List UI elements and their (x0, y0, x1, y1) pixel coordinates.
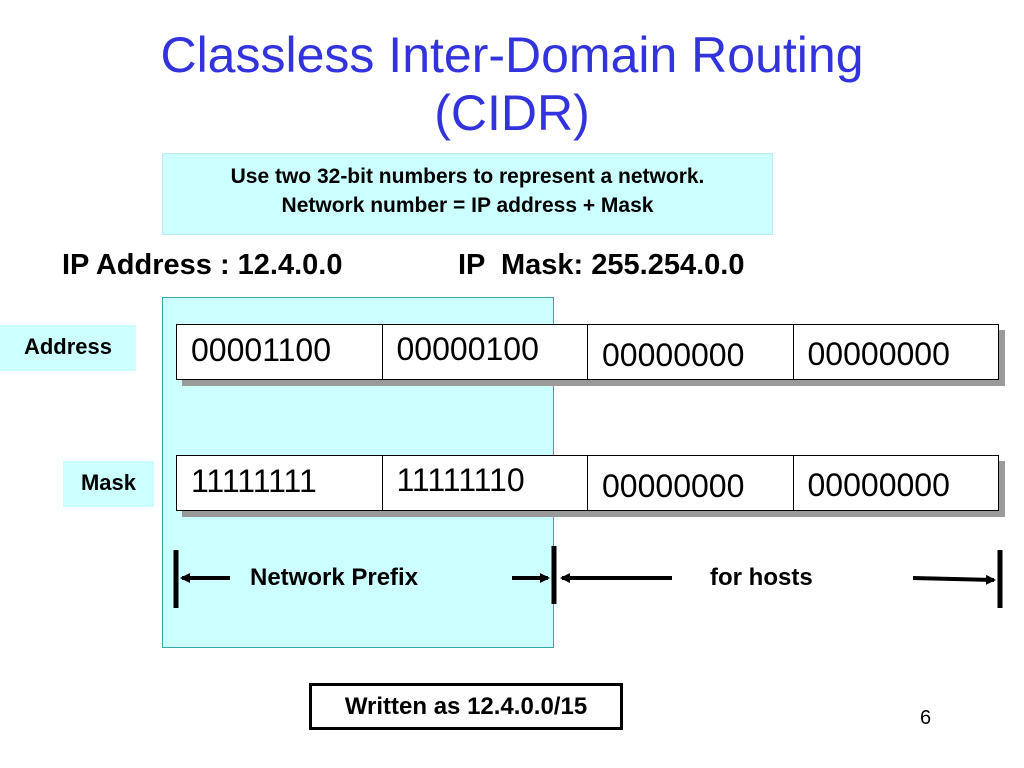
address-bits-row: 00001100 00000100 00000000 00000000 (176, 324, 999, 380)
cidr-notation-box: Written as 12.4.0.0/15 (309, 683, 623, 730)
page-number: 6 (920, 707, 932, 729)
address-byte-1: 00001100 (177, 325, 383, 379)
address-byte-3: 00000000 (588, 325, 794, 379)
callout-line-2: Network number = IP address + Mask (281, 194, 654, 217)
definition-callout: Use two 32-bit numbers to represent a ne… (162, 153, 773, 235)
hosts-right-arrow (912, 574, 996, 585)
mask-byte-2: 11111110 (383, 456, 588, 510)
callout-line-1: Use two 32-bit numbers to represent a ne… (230, 165, 705, 188)
title-line-1: Classless Inter-Domain Routing (160, 27, 864, 83)
mask-row-label: Mask (63, 461, 154, 507)
ip-mask-text: IP Mask: 255.254.0.0 (458, 249, 745, 281)
address-row-label: Address (0, 325, 136, 371)
mask-byte-1: 11111111 (177, 456, 383, 510)
hosts-label: for hosts (710, 564, 813, 591)
slide-title: Classless Inter-Domain Routing (CIDR) (0, 26, 1024, 142)
mask-byte-4: 00000000 (807, 467, 950, 503)
mask-byte-3: 00000000 (588, 456, 794, 510)
mask-bits-row: 11111111 11111110 00000000 00000000 (176, 455, 999, 511)
title-line-2: (CIDR) (434, 85, 590, 141)
address-byte-4: 00000000 (807, 336, 950, 372)
ip-address-text: IP Address : 12.4.0.0 (62, 249, 343, 281)
address-byte-2: 00000100 (383, 325, 588, 379)
network-prefix-label: Network Prefix (250, 564, 419, 591)
